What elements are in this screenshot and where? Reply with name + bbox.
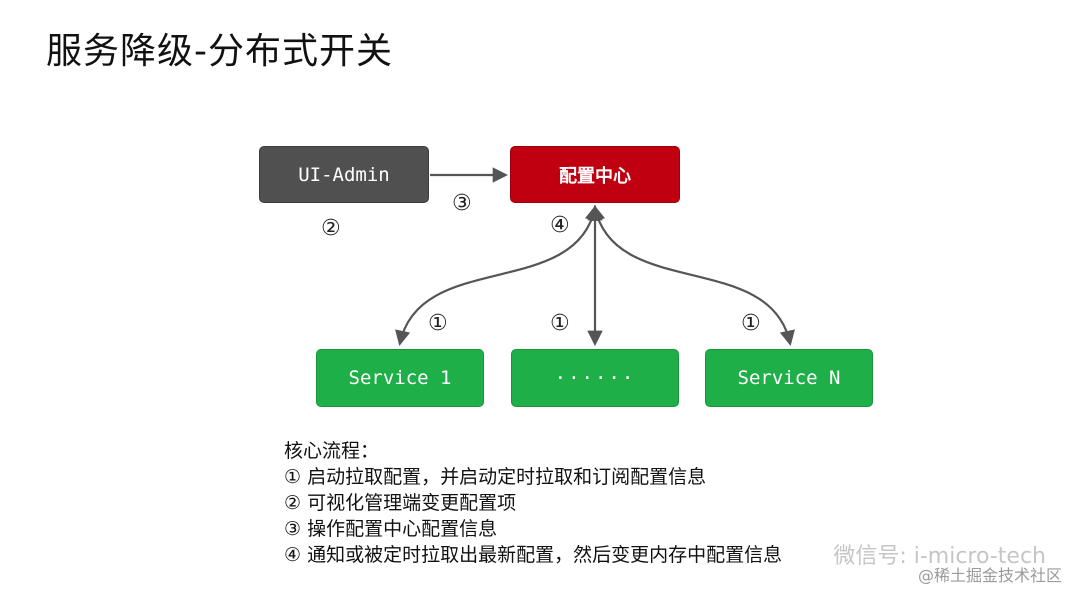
notes-item: ② 可视化管理端变更配置项	[284, 492, 517, 514]
ui-admin-node: UI-Admin	[259, 146, 429, 203]
step-1-label-mid: ①	[550, 311, 570, 336]
wechat-watermark: 微信号: i-micro-tech	[833, 544, 1046, 569]
config-center-node: 配置中心	[510, 146, 680, 203]
notes-item: ① 启动拉取配置，并启动定时拉取和订阅配置信息	[284, 466, 707, 488]
step-3-label: ③	[452, 191, 472, 216]
service-n-node: Service N	[705, 349, 873, 407]
step-1-label-right: ①	[741, 311, 761, 336]
step-2-label: ②	[321, 216, 341, 241]
service-ellipsis-node: ······	[511, 349, 679, 407]
step-1-label-left: ①	[428, 311, 448, 336]
notes-heading: 核心流程：	[284, 440, 380, 462]
arrow-config-to-service-n	[590, 204, 795, 347]
page-title: 服务降级-分布式开关	[46, 31, 393, 72]
service-1-node: Service 1	[316, 349, 484, 407]
step-4-label: ④	[550, 213, 570, 238]
notes-item: ③ 操作配置中心配置信息	[284, 518, 498, 540]
process-notes: 核心流程： ① 启动拉取配置，并启动定时拉取和订阅配置信息 ② 可视化管理端变更…	[284, 438, 782, 568]
juejin-watermark: @稀土掘金技术社区	[917, 566, 1062, 585]
notes-item: ④ 通知或被定时拉取出最新配置，然后变更内存中配置信息	[284, 544, 783, 566]
